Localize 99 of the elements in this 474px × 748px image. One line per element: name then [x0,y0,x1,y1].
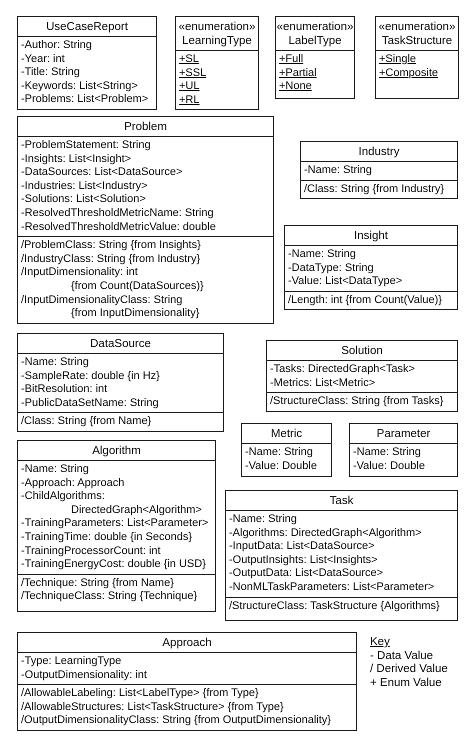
attribute-text: -Name: String [245,446,314,460]
enum-literal: +SL [179,53,200,67]
class-name: TaskStructure [382,34,452,48]
enumeration-box [375,16,459,99]
attribute-text: -Value: Double [353,460,426,474]
attribute-text: -Problems: List<Problem> [21,93,148,107]
class-name: UseCaseReport [46,20,128,34]
attribute-text: -Name: String [229,513,298,527]
attribute-text: /AllowableStructures: List<TaskStructure> {from Type} [21,700,284,714]
class-name: DataSource [90,337,151,351]
attribute-text: -NonMLTaskParameters: List<Parameter> [229,580,434,595]
attribute-text: -OutputInsights: List<Insights> [229,554,378,568]
key-entry: - Data Value [370,650,434,663]
enum-literal: +Partial [279,66,318,80]
attribute-text: -Author: String [21,39,93,53]
attribute-text: -SampleRate: double {in Hz} [21,370,160,384]
attribute-text: -OutputDimensionality: int [21,668,148,682]
attribute-text: -ProblemStatement: String [21,139,152,153]
enum-literal: +SSL [179,66,208,80]
attribute-text: -Name: String [353,446,422,460]
attribute-text: -Value: List<DataType> [288,275,404,289]
class-box [241,423,332,477]
attribute-text: /TechniqueClass: String {Technique} [21,590,198,604]
attribute-text: -TrainingEnergyCost: double {in USD} [21,558,206,572]
attribute-text: -DataType: String [288,262,375,276]
attribute-text: -ResolvedThresholdMetricName: String [21,206,215,221]
class-box [17,116,274,324]
class-box [17,16,157,110]
attribute-text: /StructureClass: String {from Tasks} [270,395,444,409]
class-box [284,225,458,310]
attribute-text: -Title: String [21,66,81,80]
attribute-text: /StructureClass: TaskStructure {Algorithms} [229,600,440,614]
class-box [300,141,458,200]
attribute-text: -Metrics: List<Metric> [270,376,376,390]
class-name: Metric [270,427,302,441]
attribute-text: /IndustryClass: String {from Industry} [21,252,200,266]
attribute-text: -ResolvedThresholdMetricValue: double [21,220,217,234]
enum-literal: +Full [279,53,304,67]
attribute-text: -OutputData: List<DataSource> [229,567,384,581]
attribute-text: -Name: String [21,356,90,370]
class-name: Approach [162,636,212,650]
attribute-text: /InputDimensionalityClass: String {from InputDimensionality} [21,294,200,321]
attribute-text: -Type: LearningType [21,655,122,669]
attribute-text: -InputData: List<DataSource> [229,540,375,554]
class-box [349,423,458,477]
attribute-text: -Algorithms: DirectedGraph<Algorithm> [229,526,422,540]
attribute-text: /Class: String {from Name} [21,415,152,429]
attribute-text: -Industries: List<Industry> [21,180,148,194]
attribute-text: -PublicDataSetName: String [21,396,160,410]
key-entry: + Enum Value [370,676,442,690]
class-name: LearningType [182,34,252,48]
attribute-text: -Value: Double [245,460,318,474]
attribute-text: /Length: int {from Count(Value)} [288,294,442,308]
key-entry: / Derived Value [370,663,448,676]
attribute-text: /Technique: String {from Name} [21,576,174,590]
attribute-text: -Name: String [288,248,357,262]
attribute-text: -Insights: List<Insight> [21,152,132,166]
attribute-text: /InputDimensionality: int {from Count(DataSources)} [21,266,205,294]
attribute-text: -TrainingProcessorCount: int [21,544,162,558]
attribute-text: -TrainingTime: double {in Seconds} [21,530,192,545]
attribute-text: /AllowableLabeling: List<LabelType> {from Type} [21,687,259,701]
attribute-text: -Tasks: DirectedGraph<Task> [270,363,416,377]
attribute-text: -BitResolution: int [21,383,108,397]
enum-literal: +UL [179,80,200,94]
class-name: Task [330,494,354,508]
stereotype-label: «enumeration» [378,20,456,34]
enumeration-box [175,16,259,110]
class-name: Solution [341,344,383,358]
class-box [225,490,458,621]
class-box [17,333,224,432]
attribute-text: /Class: String {from Industry} [304,182,444,196]
attribute-text: -Name: String [304,164,373,178]
enumeration-box [275,16,355,99]
class-name: LabelType [288,34,342,48]
attribute-text: -Solutions: List<Solution> [21,193,146,207]
class-name: Parameter [376,427,430,441]
attribute-text: -ChildAlgorithms: DirectedGraph<Algorithm> [21,490,203,518]
attribute-text: -TrainingParameters: List<Parameter> [21,517,208,531]
enum-literal: +Single [379,53,418,67]
attribute-text: /ProblemClass: String {from Insights} [21,239,201,253]
class-box [17,632,357,731]
attribute-text: -DataSources: List<DataSource> [21,166,182,180]
class-box [266,340,458,412]
key-title: Key [370,636,390,650]
stereotype-label: «enumeration» [178,20,256,34]
class-box [17,440,216,612]
enum-literal: +RL [179,94,200,108]
class-name: Insight [354,229,388,243]
enum-literal: +Composite [379,66,438,80]
enum-literal: +None [279,80,313,94]
class-name: Problem [124,120,167,134]
attribute-text: -Keywords: List<String> [21,80,138,94]
class-name: Industry [358,145,400,159]
attribute-text: -Year: int [21,52,66,66]
class-name: Algorithm [92,444,141,458]
stereotype-label: «enumeration» [276,20,354,34]
attribute-text: -Approach: Approach [21,476,124,490]
attribute-text: -Name: String [21,463,90,477]
attribute-text: /OutputDimensionalityClass: String {from OutputDimensionality} [21,714,331,728]
